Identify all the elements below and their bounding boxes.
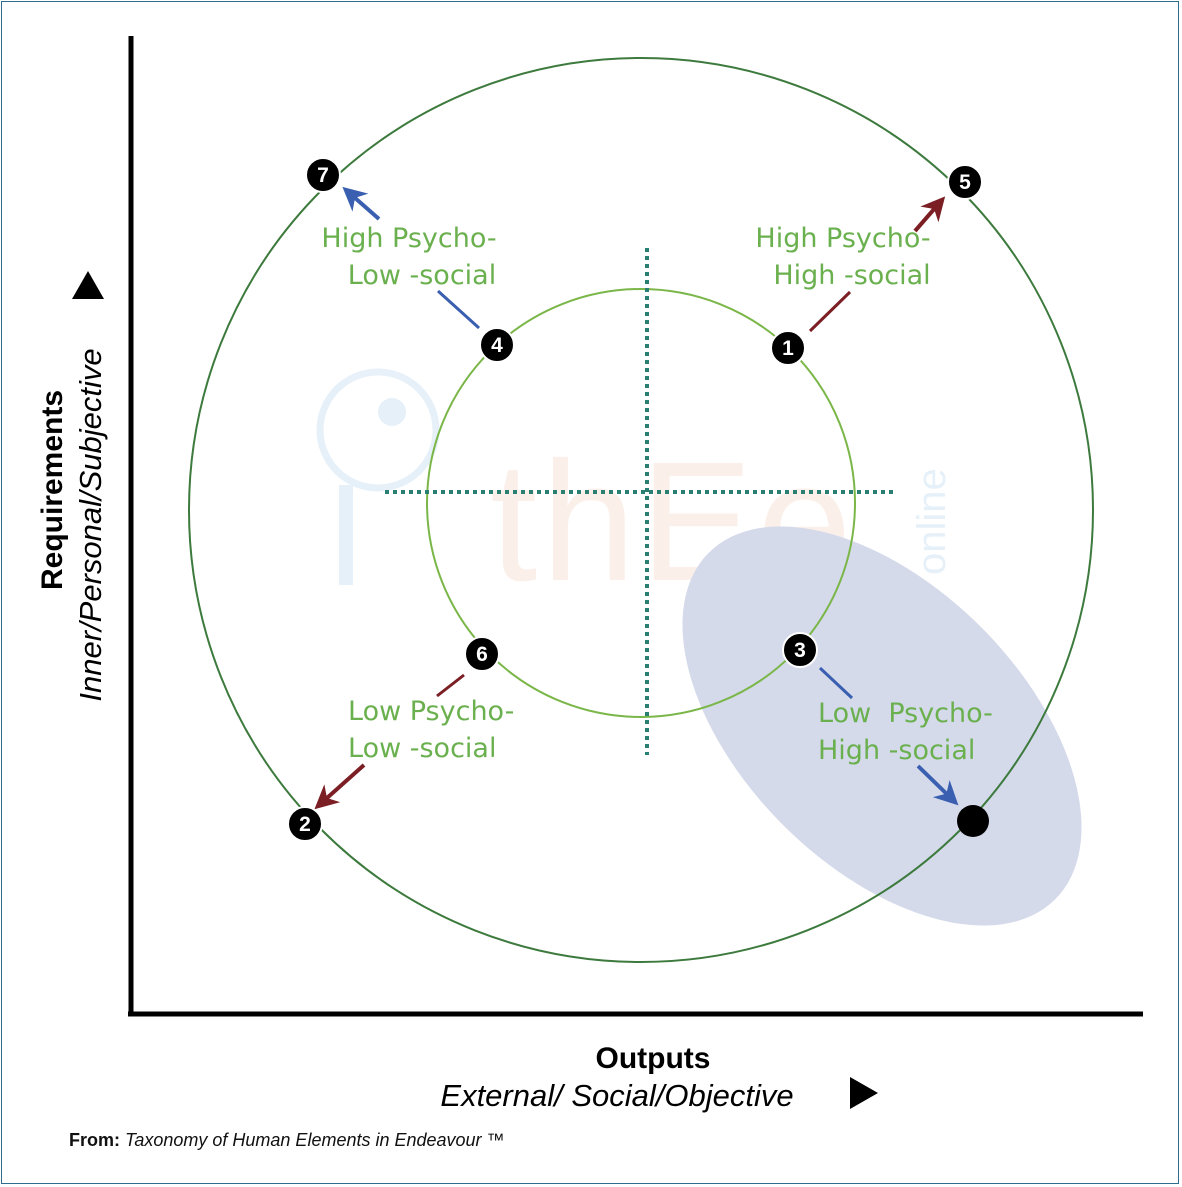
node-7-label: 7 bbox=[317, 164, 329, 187]
y-axis-direction-icon bbox=[72, 271, 104, 299]
inner-circle bbox=[426, 288, 856, 718]
node-6-label: 6 bbox=[476, 643, 488, 666]
node-6: 6 bbox=[464, 636, 500, 672]
node-4: 4 bbox=[479, 327, 515, 363]
label-low-psycho-low-social-line1: Low Psycho- bbox=[348, 696, 514, 727]
label-high-psycho-high-social-line1: High Psycho- bbox=[755, 223, 930, 254]
arrow-1-to-5-head bbox=[913, 196, 946, 233]
x-axis-direction-icon bbox=[850, 1077, 878, 1109]
outer-circle bbox=[188, 57, 1094, 963]
arrow-3-to-point bbox=[818, 666, 854, 700]
label-low-psycho-high-social-line2: High -social bbox=[818, 735, 975, 766]
watermark: thEe online bbox=[316, 368, 954, 617]
arrow-4-to-7 bbox=[436, 289, 481, 330]
node-2: 2 bbox=[287, 806, 323, 842]
node-4-label: 4 bbox=[491, 334, 503, 357]
watermark-logo-icon bbox=[316, 368, 440, 585]
x-axis-subtitle: External/ Social/Objective bbox=[440, 1078, 793, 1113]
y-axis-subtitle: Inner/Personal/Subjective bbox=[73, 348, 108, 701]
arrow-4-to-7-head bbox=[342, 186, 381, 221]
node-1: 1 bbox=[770, 330, 806, 366]
label-high-psycho-high-social-line2: High -social bbox=[773, 260, 930, 291]
node-1-label: 1 bbox=[782, 337, 794, 360]
arrow-3-to-point-head bbox=[916, 764, 959, 806]
label-low-psycho-high-social-line1: Low Psycho- bbox=[818, 698, 993, 729]
y-axis-title: Requirements bbox=[36, 390, 69, 590]
arrow-1-to-5 bbox=[808, 290, 852, 333]
target-point bbox=[957, 805, 989, 837]
label-low-psycho-low-social-line2: Low -social bbox=[348, 733, 496, 764]
label-high-psycho-low-social-line1: High Psycho- bbox=[321, 223, 496, 254]
x-axis-title: Outputs bbox=[596, 1042, 711, 1075]
node-5: 5 bbox=[947, 164, 983, 200]
label-high-psycho-low-social-line2: Low -social bbox=[348, 260, 496, 291]
source-note: From: Taxonomy of Human Elements in Ende… bbox=[69, 1130, 505, 1151]
arrow-6-to-2-head bbox=[314, 763, 366, 810]
arrow-6-to-2 bbox=[436, 673, 465, 698]
source-title: Taxonomy of Human Elements in Endeavour … bbox=[125, 1130, 505, 1150]
node-7: 7 bbox=[305, 157, 341, 193]
node-5-label: 5 bbox=[959, 171, 971, 194]
source-prefix: From: bbox=[69, 1130, 120, 1150]
watermark-sub-text: online bbox=[910, 468, 954, 575]
node-2-label: 2 bbox=[299, 813, 311, 836]
node-3-label: 3 bbox=[794, 639, 806, 662]
node-3: 3 bbox=[782, 632, 818, 668]
